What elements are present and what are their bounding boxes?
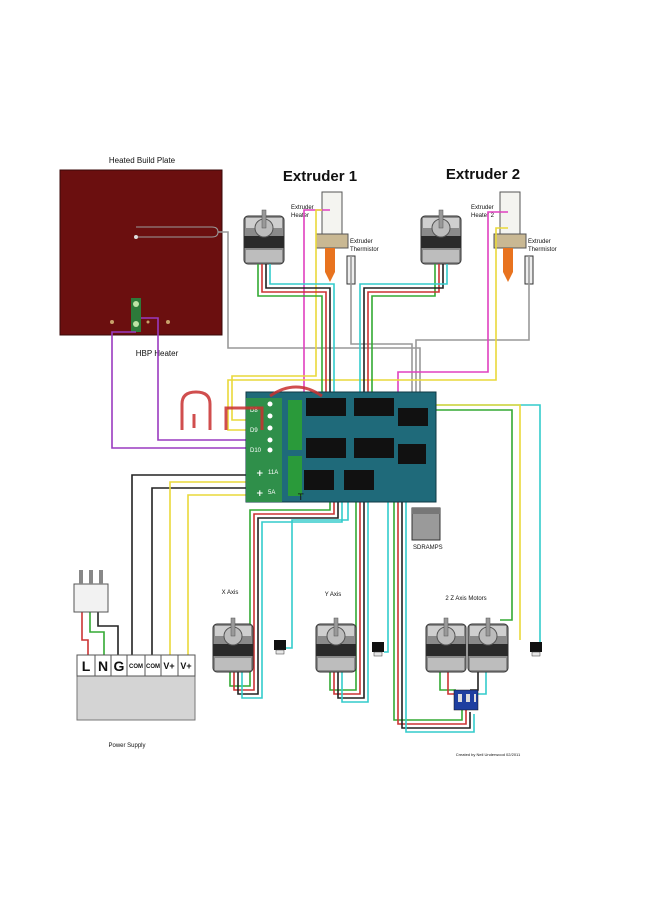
- z-endstop: [529, 641, 543, 657]
- x-axis-motor: [212, 617, 254, 673]
- power-supply: L N G COM COM V+ V+: [76, 654, 196, 721]
- extruder-1-hotend: [315, 191, 356, 285]
- z-axis-label: 2 Z Axis Motors: [445, 596, 486, 602]
- extruder-2-motor: [420, 209, 462, 265]
- ps-terminal-l: L: [82, 658, 91, 674]
- board-d8-label: D8: [250, 408, 258, 414]
- z-axis-motor-2: [467, 617, 509, 673]
- board-d9-label: D9: [250, 428, 258, 434]
- heated-build-plate-label: Heated Build Plate: [109, 156, 176, 165]
- y-endstop: [371, 641, 385, 657]
- sdramps-label: SDRAMPS: [413, 545, 443, 551]
- ps-terminal-com-2: COM: [146, 664, 160, 670]
- svg-text:+: +: [256, 489, 264, 499]
- ps-terminal-g: G: [114, 658, 125, 674]
- z-axis-motor-1: [425, 617, 467, 673]
- z-motor-connector: [453, 689, 479, 711]
- extruder-2-hotend: [493, 191, 534, 285]
- x-endstop: [273, 639, 287, 655]
- board-5a-label: 5A: [268, 490, 275, 496]
- ps-terminal-vplus-2: V+: [180, 661, 191, 671]
- hbp-heater-label: HBP Heater: [136, 349, 179, 358]
- board-d10-label: D10: [250, 448, 262, 454]
- sdramps-module: [411, 507, 441, 541]
- y-axis-label: Y Axis: [325, 592, 342, 598]
- ps-terminal-vplus-1: V+: [163, 661, 174, 671]
- ramps-board: D8 D9 D10 11A 5A + + T: [245, 391, 437, 503]
- extruder-1-title: Extruder 1: [283, 168, 357, 185]
- ps-terminal-com-1: COM: [129, 664, 143, 670]
- hbp-thermistor: [134, 235, 138, 239]
- wiring: [81, 209, 541, 733]
- extruder-1-motor: [243, 209, 285, 265]
- ps-terminal-n: N: [98, 658, 108, 674]
- power-supply-label: Power Supply: [108, 743, 145, 749]
- svg-text:+: +: [256, 469, 264, 479]
- hbp-heater-connector: [131, 298, 141, 332]
- y-axis-motor: [315, 617, 357, 673]
- heated-build-plate: Heated Build Plate HBP Heater: [59, 156, 223, 358]
- credit-label: Created by Neil Underwood 02/2011: [456, 752, 521, 757]
- x-axis-label: X Axis: [222, 590, 239, 596]
- logo-watermark: [180, 385, 323, 430]
- extruder-2-title: Extruder 2: [446, 166, 520, 183]
- mains-plug: [73, 570, 109, 613]
- svg-text:T: T: [297, 493, 304, 503]
- board-11a-label: 11A: [268, 470, 278, 476]
